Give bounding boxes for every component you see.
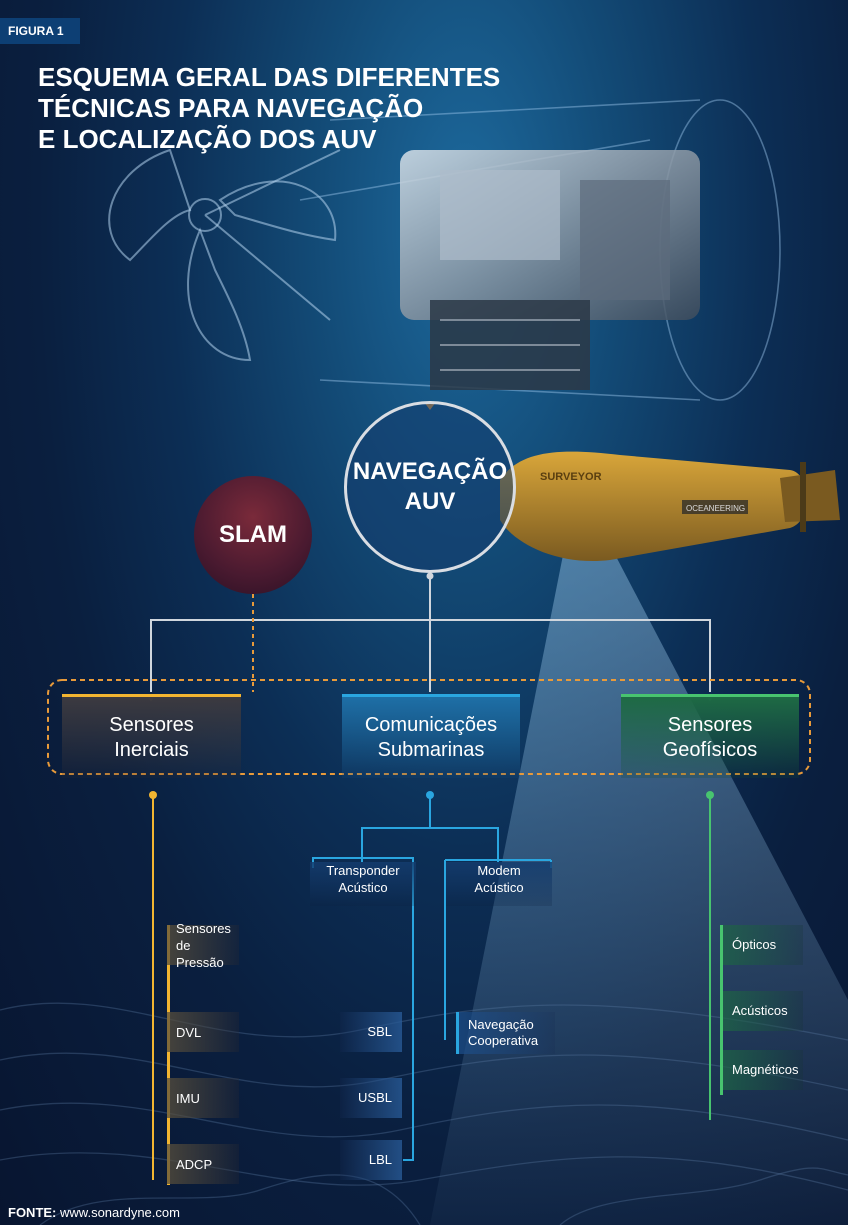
category-inertial: Sensores Inerciais (62, 694, 241, 778)
figure-badge: FIGURA 1 (0, 18, 80, 44)
category-geo: Sensores Geofísicos (621, 694, 799, 778)
auv-name-label: SURVEYOR (540, 471, 602, 483)
leaf-pressure-sensors: Sensores de Pressão (167, 921, 239, 970)
propeller-icon (108, 148, 341, 362)
leaf-coop-line-2: Cooperativa (468, 1033, 539, 1048)
leaf-dvl: DVL (167, 1012, 239, 1052)
title-line-2: TÉCNICAS PARA NAVEGAÇÃO (38, 93, 424, 123)
figure-title: ESQUEMA GERAL DAS DIFERENTES TÉCNICAS PA… (38, 62, 558, 155)
auv-vehicle: SURVEYOR OCEANEERING (500, 451, 840, 562)
leaf-sbl: SBL (340, 1012, 402, 1052)
leaf-accents (167, 925, 723, 1185)
leaf-adcp: ADCP (167, 1144, 239, 1184)
leaf-pressure-line-1: Sensores (176, 920, 231, 936)
leaf-usbl: USBL (340, 1078, 402, 1118)
sub-transponder: Transponder Acústico (310, 862, 416, 906)
category-geo-line-2: Geofísicos (662, 738, 758, 761)
leaf-pressure-line-2: de Pressão (176, 937, 224, 970)
category-comms-line-2: Submarinas (377, 738, 485, 761)
leaf-optical: Ópticos (723, 925, 803, 965)
sub-transponder-line-2: Acústico (338, 880, 388, 895)
center-node-line-1: NAVEGAÇÃO (352, 458, 508, 485)
leaf-lbl: LBL (340, 1140, 402, 1180)
category-geo-line-1: Sensores (667, 713, 753, 736)
category-comms-line-1: Comunicações (364, 713, 498, 736)
leaf-cooperative-navigation: Navegação Cooperativa (459, 1012, 555, 1054)
category-comms: Comunicações Submarinas (342, 694, 520, 778)
title-line-1: ESQUEMA GERAL DAS DIFERENTES (38, 62, 501, 92)
source-url: www.sonardyne.com (60, 1205, 180, 1220)
center-node: NAVEGAÇÃO AUV (344, 401, 516, 573)
source-label: FONTE: (8, 1205, 57, 1220)
source-credit: FONTE: www.sonardyne.com (8, 1205, 180, 1220)
leaf-adcp-label: ADCP (176, 1156, 213, 1172)
category-inertial-line-1: Sensores (109, 713, 194, 736)
engine-illustration (400, 150, 700, 390)
slam-node: SLAM (194, 476, 312, 594)
category-inertial-line-2: Inerciais (114, 738, 189, 761)
sub-modem-line-2: Acústico (474, 880, 524, 895)
leaf-coop-line-1: Navegação (468, 1017, 534, 1032)
leaf-magnetic: Magnéticos (723, 1050, 803, 1090)
leaf-acoustic: Acústicos (723, 991, 803, 1031)
sub-modem: Modem Acústico (446, 862, 552, 906)
leaf-imu: IMU (167, 1078, 239, 1118)
sub-modem-line-1: Modem (477, 863, 521, 878)
leaf-imu-label: IMU (176, 1090, 200, 1106)
center-node-line-2: AUV (404, 488, 456, 515)
sub-transponder-line-1: Transponder (326, 863, 400, 878)
seabed-contours (0, 1002, 848, 1225)
title-line-3: E LOCALIZAÇÃO DOS AUV (38, 124, 377, 154)
leaf-dvl-label: DVL (176, 1024, 202, 1040)
auv-brand-label: OCEANEERING (686, 504, 745, 513)
